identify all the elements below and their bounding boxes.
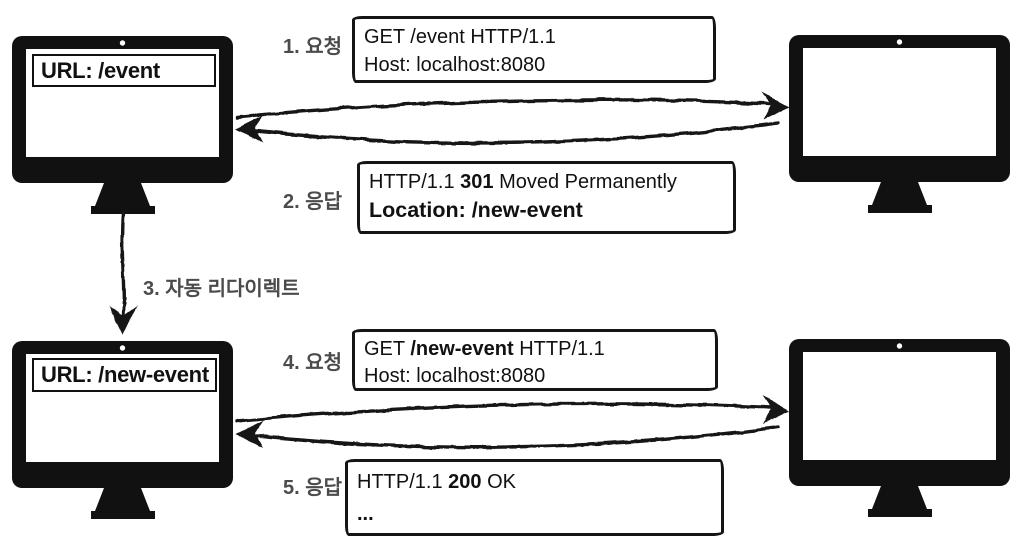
response2-line1: HTTP/1.1 200 OK [357, 466, 711, 498]
request2-message-box: GET /new-event HTTP/1.1 Host: localhost:… [352, 329, 718, 391]
response2-status-code: 200 [448, 471, 482, 493]
server-monitor-top-icon [789, 35, 1010, 213]
response1-line1: HTTP/1.1 301 Moved Permanently [369, 168, 723, 196]
client-before-url-text: URL: /event [41, 57, 160, 83]
response2-line2: ... [357, 503, 374, 525]
step5-label: 5. 응답 [282, 477, 342, 499]
step2-label: 2. 응답 [282, 191, 342, 213]
response2-line1-post: OK [481, 471, 516, 493]
request1-arrow-icon [235, 92, 790, 120]
client-after-url-bar: URL: /new-event [32, 358, 217, 392]
request2-arrow-icon [235, 396, 790, 424]
request2-line1-pre: GET [364, 338, 411, 360]
client-after-url-text: URL: /new-event [41, 362, 209, 387]
step4-label: 4. 요청 [282, 352, 342, 374]
request2-path: /new-event [410, 338, 514, 360]
server-monitor-bottom-icon [789, 339, 1010, 517]
response2-message-box: HTTP/1.1 200 OK ... [345, 459, 724, 536]
response1-location-header: Location: /new-event [369, 198, 583, 222]
request1-line1: GET /event HTTP/1.1 [364, 26, 556, 48]
request1-line2: Host: localhost:8080 [364, 54, 546, 76]
step3-label: 3. 자동 리다이렉트 [143, 278, 300, 300]
response1-status-code: 301 [460, 171, 494, 193]
request2-line2: Host: localhost:8080 [364, 365, 546, 387]
client-before-url-bar: URL: /event [32, 54, 216, 87]
redirect-arrow-icon [109, 211, 137, 335]
step1-label: 1. 요청 [282, 36, 342, 58]
response2-arrow-icon [236, 420, 780, 449]
response1-arrow-icon [236, 115, 780, 145]
response2-line1-pre: HTTP/1.1 [357, 471, 449, 493]
request2-line1-post: HTTP/1.1 [513, 338, 605, 360]
response1-line1-post: Moved Permanently [493, 171, 677, 193]
request2-line1: GET /new-event HTTP/1.1 [364, 336, 705, 363]
response1-line1-pre: HTTP/1.1 [369, 171, 461, 193]
response1-message-box: HTTP/1.1 301 Moved Permanently Location:… [357, 161, 736, 234]
request1-message-box: GET /event HTTP/1.1 Host: localhost:8080 [352, 16, 716, 83]
